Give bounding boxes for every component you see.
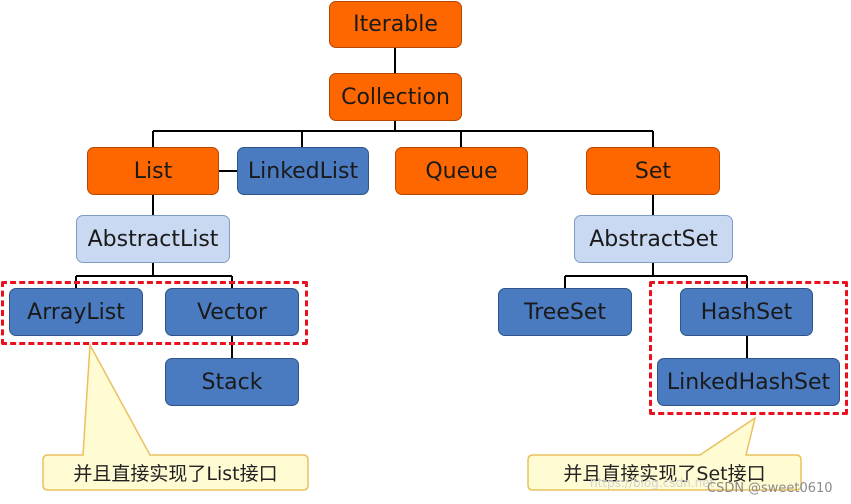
node-list: List — [87, 147, 219, 195]
node-arraylist: ArrayList — [9, 288, 143, 336]
node-vector: Vector — [165, 288, 299, 336]
callout-right-bubble — [527, 416, 802, 491]
node-iterable: Iterable — [329, 1, 462, 48]
watermark-site: CSDN — [707, 481, 745, 496]
node-collection: Collection — [329, 73, 462, 121]
watermark-author: @sweet0610 — [748, 481, 833, 496]
node-treeset: TreeSet — [498, 288, 632, 336]
node-hashset: HashSet — [680, 288, 813, 336]
node-linkedhashset: LinkedHashSet — [657, 358, 840, 406]
node-queue: Queue — [395, 147, 528, 195]
node-abstractset: AbstractSet — [574, 215, 733, 263]
node-linkedlist: LinkedList — [237, 147, 369, 195]
callout-left-text: 并且直接实现了List接口 — [73, 463, 278, 485]
callout-right-text: 并且直接实现了Set接口 — [563, 463, 766, 485]
node-stack: Stack — [165, 358, 299, 406]
node-set: Set — [586, 147, 720, 195]
callout-left-bubble — [42, 342, 309, 491]
watermark-faint-url: https://blog.csdn.net — [590, 476, 715, 490]
node-abstractlist: AbstractList — [76, 215, 230, 263]
